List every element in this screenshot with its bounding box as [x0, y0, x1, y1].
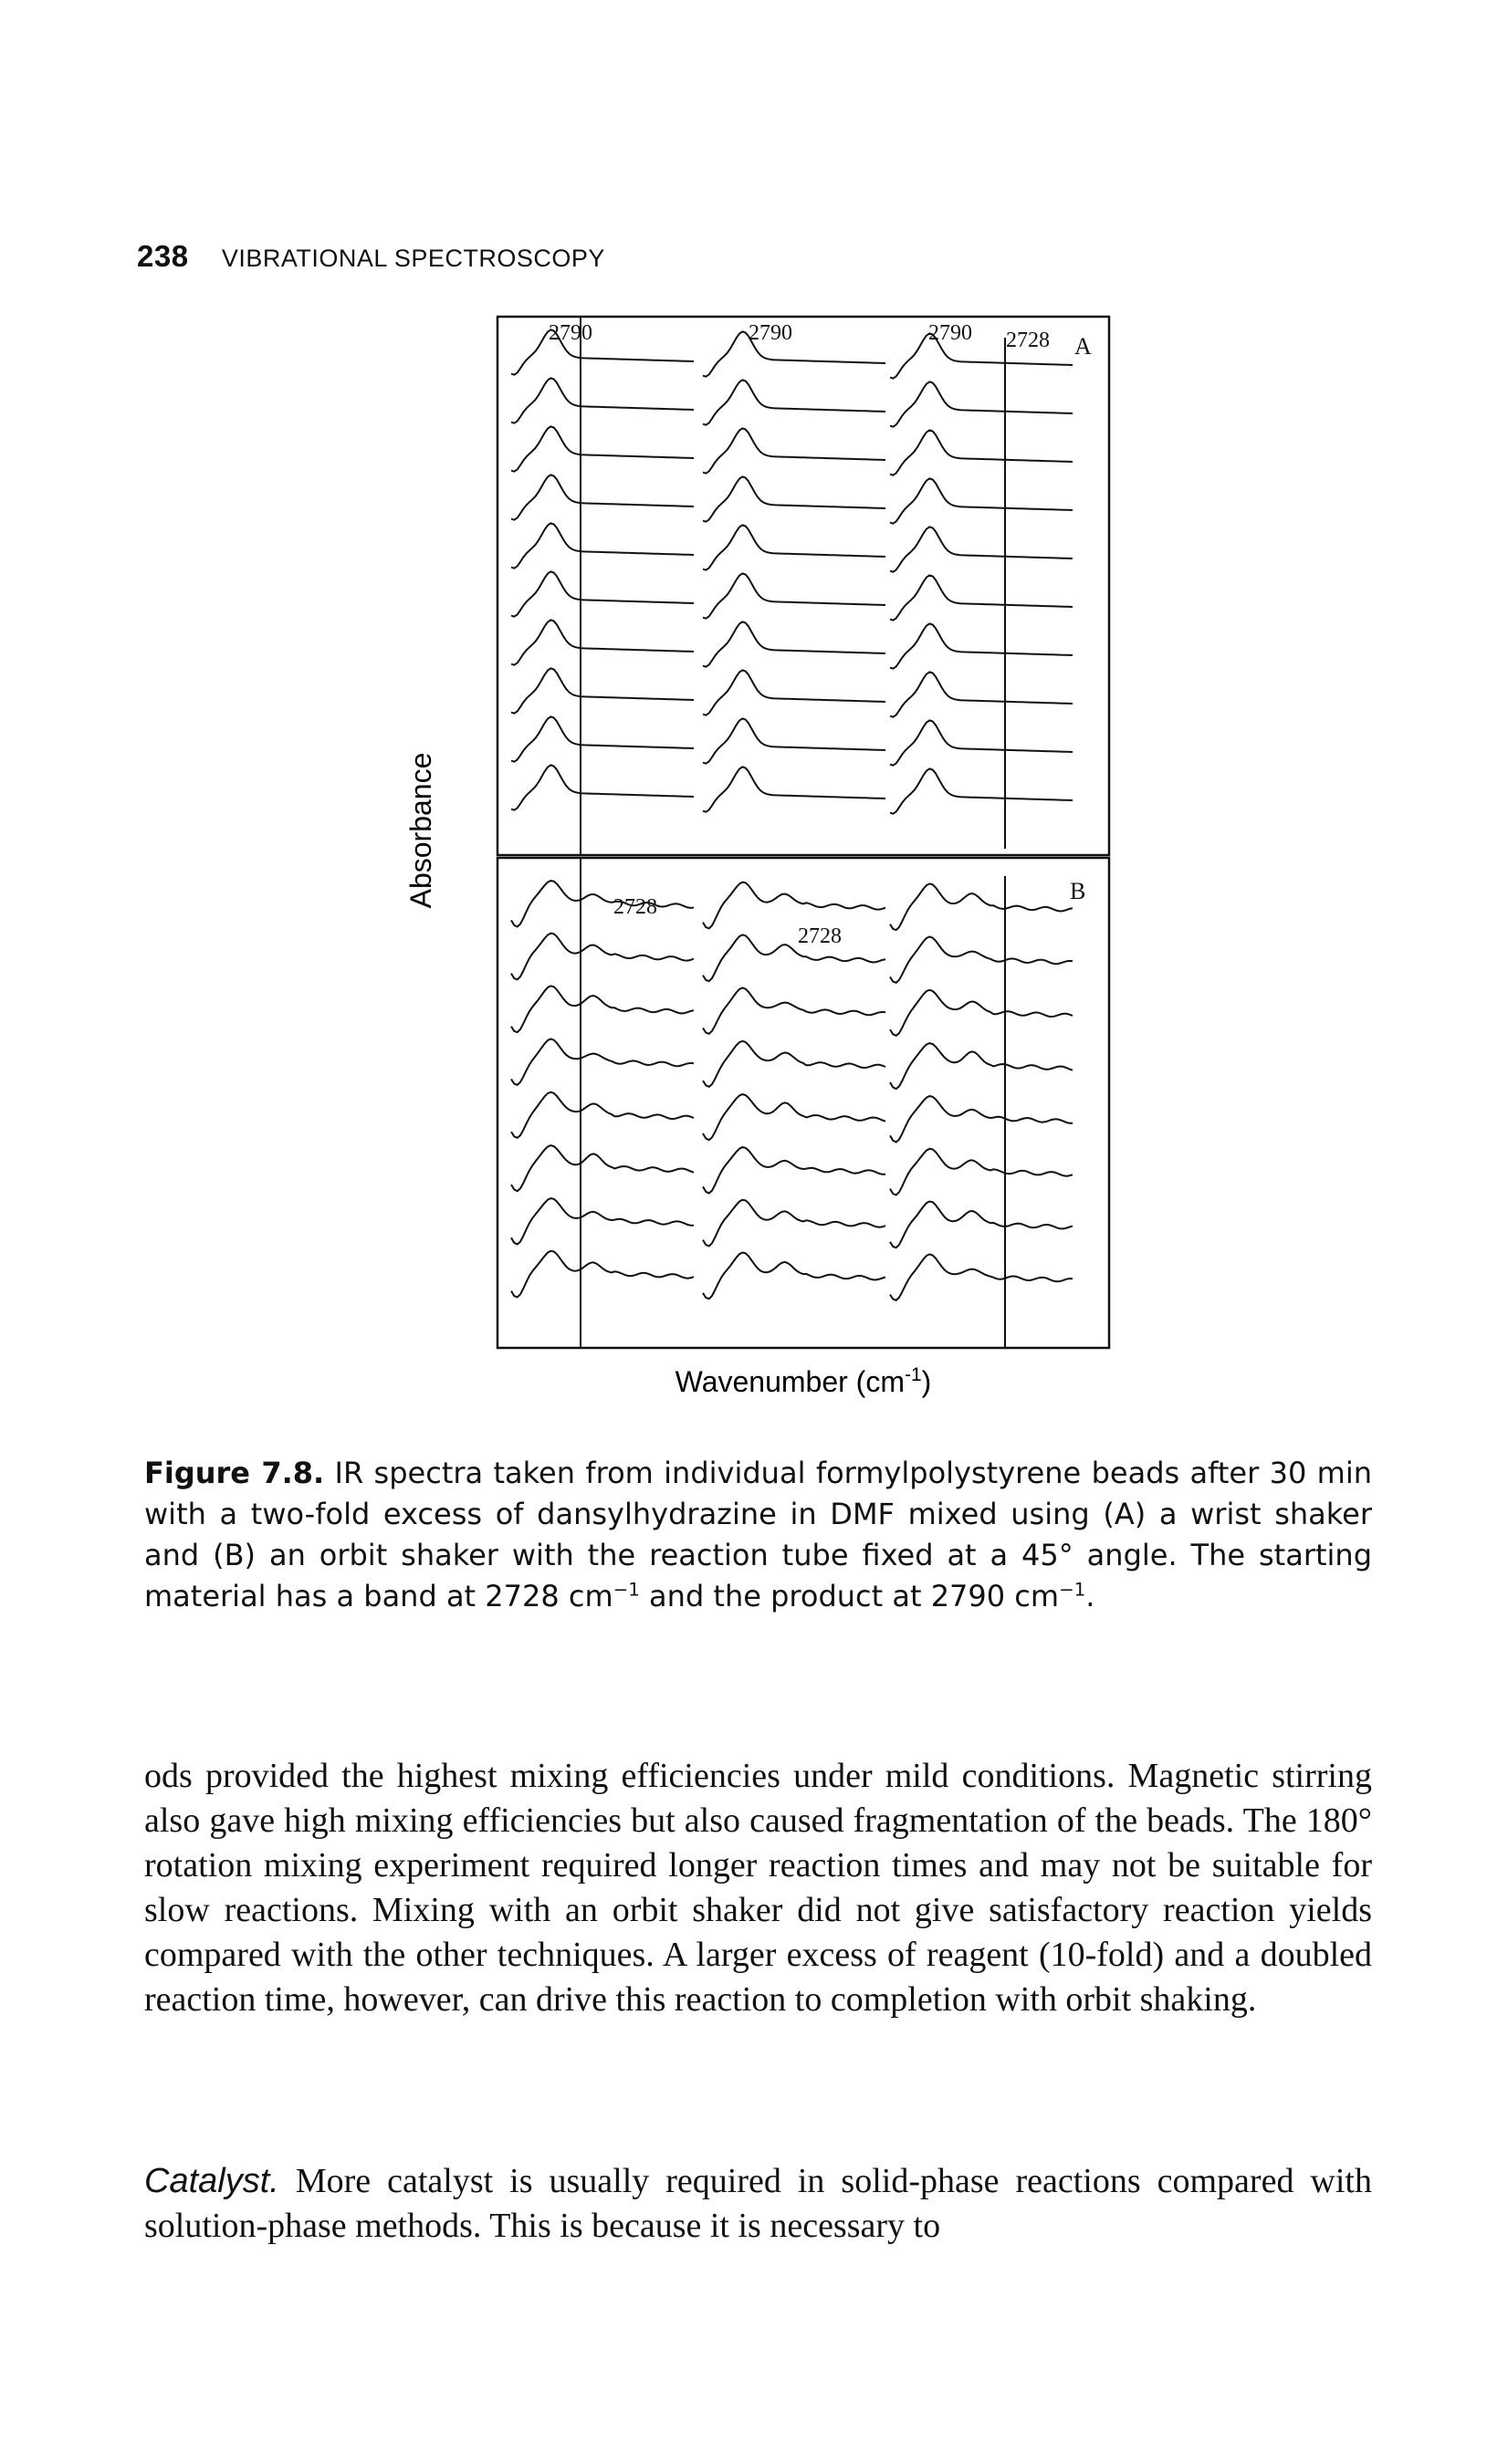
spectrum-trace: [510, 619, 695, 666]
panel-a-peak-label: 2790: [928, 321, 972, 345]
spectrum-trace: [702, 1039, 886, 1088]
spectrum-trace: [510, 1091, 695, 1139]
panel-a-peak-label: 2790: [749, 321, 792, 345]
spectrum-trace: [889, 1253, 1073, 1301]
spectrum-trace: [702, 881, 886, 930]
spectrum-trace: [889, 1200, 1073, 1249]
spectrum-trace: [510, 764, 695, 811]
spectrum-trace: [702, 934, 886, 983]
spectrum-trace: [702, 1146, 885, 1195]
y-axis-label: Absorbance: [404, 753, 437, 909]
spectrum-trace: [702, 524, 886, 571]
panel-b-frame: [496, 856, 1111, 1350]
caption-superscript: −1: [1059, 1579, 1086, 1601]
spectrum-trace: [889, 767, 1073, 815]
spectrum-trace: [510, 570, 695, 618]
panel-b-peak-label: 2728: [613, 895, 657, 919]
caption-superscript: −1: [613, 1579, 640, 1601]
spectrum-trace: [702, 717, 886, 765]
spectrum-trace: [889, 526, 1073, 573]
spectrum-trace: [510, 474, 695, 521]
ir-spectra-figure: 2790 2790 2790 2728 A 2728 2728 B Absorb…: [404, 315, 1111, 1398]
spectrum-trace: [510, 329, 695, 376]
spectrum-trace: [889, 477, 1073, 525]
paragraph-heading: Catalyst.: [144, 2162, 279, 2200]
spectrum-trace: [510, 715, 695, 763]
spectrum-trace: [702, 475, 886, 523]
panel-a-spectra: [510, 329, 1073, 815]
spectrum-trace: [510, 1038, 695, 1086]
spectrum-trace: [702, 1198, 886, 1248]
spectrum-trace: [510, 1197, 694, 1246]
panel-a-letter: A: [1074, 333, 1092, 360]
spectrum-trace: [889, 332, 1073, 380]
panel-b-spectra: [510, 880, 1073, 1301]
body-paragraph-catalyst: Catalyst. More catalyst is usually requi…: [144, 2159, 1372, 2249]
caption-label: Figure 7.8.: [144, 1456, 325, 1490]
page-header: 238 VIBRATIONAL SPECTROSCOPY: [137, 239, 605, 274]
spectrum-trace: [889, 381, 1073, 428]
spectrum-trace: [702, 572, 886, 620]
spectrum-trace: [702, 379, 886, 426]
spectrum-trace: [889, 882, 1073, 932]
panel-a-peak-label: 2790: [549, 321, 592, 345]
panel-a-frame: [496, 315, 1111, 857]
spectrum-trace: [510, 522, 695, 569]
spectrum-trace: [510, 880, 695, 928]
spectrum-trace: [702, 1251, 886, 1300]
spectrum-trace: [702, 669, 886, 716]
x-axis-label: Wavenumber (cm-1): [675, 1364, 932, 1398]
caption-text: .: [1085, 1579, 1095, 1613]
spectrum-trace: [510, 667, 695, 715]
paragraph-text: More catalyst is usually required in sol…: [144, 2162, 1372, 2245]
panel-a-peak-label: 2728: [1006, 329, 1050, 352]
spectrum-trace: [889, 1095, 1073, 1143]
spectrum-trace: [510, 932, 695, 981]
caption-text: and the product at 2790 cm: [639, 1579, 1060, 1613]
running-title: VIBRATIONAL SPECTROSCOPY: [221, 245, 605, 272]
spectrum-trace: [702, 1093, 886, 1142]
spectrum-trace: [889, 671, 1073, 718]
figure-caption: Figure 7.8. IR spectra taken from indivi…: [144, 1453, 1372, 1617]
caption-text: IR spectra taken from individual formylp…: [144, 1456, 1373, 1613]
spectrum-trace: [889, 935, 1073, 984]
spectrum-trace: [889, 622, 1073, 670]
spectrum-trace: [510, 377, 695, 424]
spectrum-trace: [889, 719, 1073, 767]
spectrum-trace: [702, 621, 886, 668]
spectrum-trace: [702, 427, 886, 475]
spectrum-trace: [510, 1249, 695, 1299]
spectrum-trace: [510, 1144, 695, 1193]
spectrum-trace: [510, 425, 695, 473]
spectrum-trace: [889, 574, 1073, 621]
spectrum-trace: [889, 988, 1073, 1037]
panel-b-letter: B: [1070, 878, 1085, 904]
page-number: 238: [137, 239, 189, 273]
body-paragraph: ods provided the highest mixing efficien…: [144, 1757, 1372, 2019]
spectrum-trace: [889, 429, 1073, 476]
spectrum-trace: [889, 1147, 1073, 1196]
spectrum-trace: [702, 330, 886, 378]
spectrum-trace: [510, 985, 695, 1034]
spectrum-trace: [702, 987, 886, 1035]
panel-b-peak-label: 2728: [798, 924, 842, 948]
spectrum-trace: [702, 766, 886, 813]
spectrum-trace: [889, 1042, 1073, 1091]
